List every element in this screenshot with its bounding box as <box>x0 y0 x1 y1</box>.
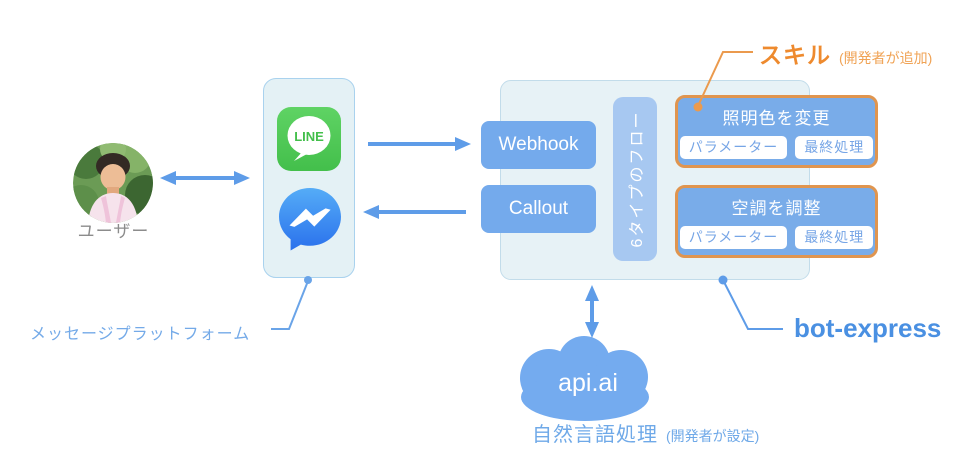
nlp-label: 自然言語処理 <box>532 424 658 446</box>
line-icon-art: LINE <box>277 107 341 171</box>
botexpress-apiai-arrow <box>585 285 599 338</box>
line-icon: LINE <box>277 107 341 171</box>
final-process-chip: 最終処理 <box>795 136 874 159</box>
skill-label: スキル <box>759 42 831 68</box>
parameter-chip: パラメーター <box>679 136 788 159</box>
callout-label: Callout <box>508 198 569 219</box>
flow-types-pill: 6タイプのフロー <box>613 97 657 261</box>
skill-card-lighting: 照明色を変更 パラメーター 最終処理 <box>675 95 878 168</box>
messenger-icon <box>277 186 343 254</box>
skill-note: (開発者が追加) <box>839 50 933 66</box>
callout-to-platform-arrow <box>363 205 466 219</box>
api-ai-label: api.ai <box>558 369 618 397</box>
webhook-node: Webhook <box>481 121 596 169</box>
user-label: ユーザー <box>77 222 150 241</box>
user-avatar-photo <box>73 143 153 223</box>
user-avatar <box>73 143 153 223</box>
webhook-label: Webhook <box>498 134 579 155</box>
user-platform-arrow <box>160 171 250 185</box>
skill-annotation: スキル (開発者が追加) <box>759 36 932 70</box>
callout-node: Callout <box>481 185 596 233</box>
botexpress-connector <box>718 275 783 330</box>
skill-button-row: パラメーター 最終処理 <box>679 136 874 159</box>
line-icon-label: LINE <box>294 129 324 144</box>
skill-title: 空調を調整 <box>731 199 822 218</box>
skill-button-row: パラメーター 最終処理 <box>679 226 874 249</box>
parameter-chip: パラメーター <box>679 226 788 249</box>
final-process-chip: 最終処理 <box>795 226 874 249</box>
bot-express-label: bot-express <box>794 313 942 343</box>
nlp-annotation: 自然言語処理 (開発者が設定) <box>532 418 759 447</box>
platform-connector <box>271 276 312 330</box>
platform-to-webhook-arrow <box>368 137 471 151</box>
message-platform-label: メッセージプラットフォーム <box>30 326 251 343</box>
nlp-note: (開発者が設定) <box>666 428 760 444</box>
skill-title: 照明色を変更 <box>722 109 831 128</box>
messenger-icon-art <box>279 188 341 251</box>
flow-types-label: 6タイプのフロー <box>629 110 646 248</box>
skill-card-aircon: 空調を調整 パラメーター 最終処理 <box>675 185 878 258</box>
